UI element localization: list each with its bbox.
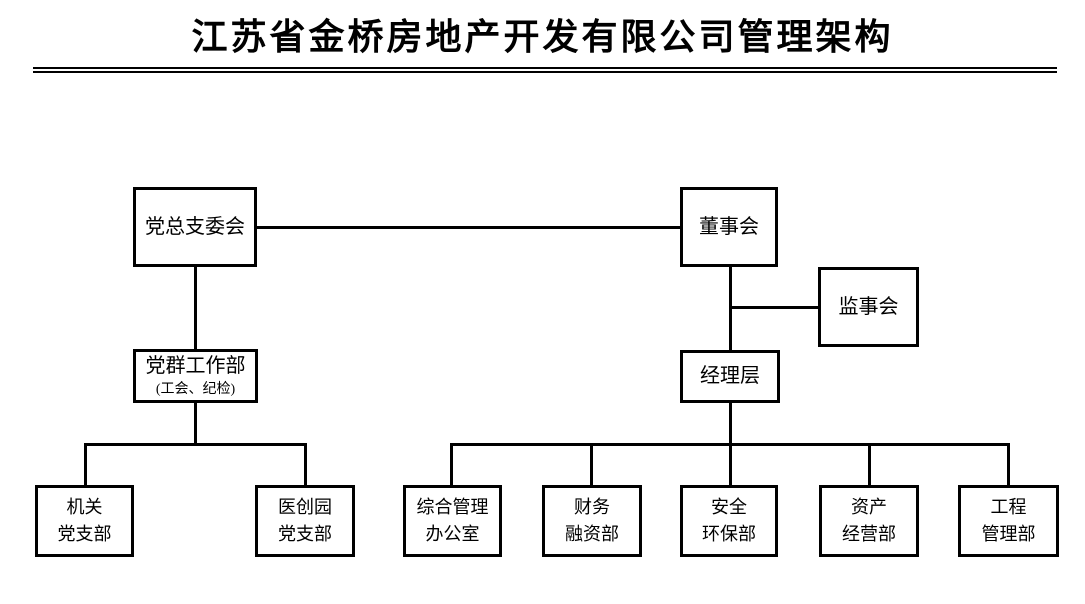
org-node-management: 经理层 [680,350,780,403]
org-node-sublabel: (工会、纪检) [155,381,236,397]
org-node-label-line1: 资产 [851,497,887,517]
org-node-asset-dept: 资产 经营部 [819,485,919,557]
org-node-label: 党总支委会 [145,215,245,238]
org-node-label-line2: 党支部 [278,524,332,544]
connector-left-rake [84,443,307,446]
org-node-label-line1: 工程 [990,497,1027,517]
page-title: 江苏省金桥房地产开发有限公司管理架构 [191,17,894,57]
connector-drop-org-branch [84,443,87,485]
connector-partywork-rake [194,403,197,445]
connector-management-rake [729,403,732,445]
org-node-board: 董事会 [680,187,778,267]
title-double-rule [33,67,1057,73]
org-node-label-line2: 办公室 [425,524,480,544]
connector-drop-general-office [450,443,453,485]
org-node-general-office: 综合管理 办公室 [403,485,502,557]
org-node-label: 党群工作部 [145,354,246,377]
org-node-label-line1: 医创园 [278,497,332,517]
org-node-label-line2: 管理部 [981,524,1036,544]
org-node-party-work-dept: 党群工作部 (工会、纪检) [133,349,258,403]
org-node-label-line2: 党支部 [57,524,112,544]
org-node-safety-dept: 安全 环保部 [680,485,778,557]
org-node-yichuang-party-branch: 医创园 党支部 [255,485,355,557]
org-node-label-line1: 财务 [574,497,610,517]
org-node-label-line2: 经营部 [842,524,896,544]
org-node-org-party-branch: 机关 党支部 [35,485,134,557]
connector-drop-yichuang-branch [304,443,307,485]
org-node-engineering-dept: 工程 管理部 [958,485,1059,557]
connector-drop-asset [868,443,871,485]
org-node-label-line1: 综合管理 [416,497,489,517]
org-node-finance-dept: 财务 融资部 [542,485,642,557]
org-node-label-line2: 融资部 [565,524,619,544]
org-node-party-committee: 党总支委会 [133,187,257,267]
connector-board-supervisory [729,306,818,309]
org-node-supervisory: 监事会 [818,267,919,347]
connector-drop-engineering [1007,443,1010,485]
connector-partycommittee-board [257,226,680,229]
org-node-label: 经理层 [700,365,760,387]
connector-drop-safety [729,443,732,485]
org-node-label-line1: 安全 [711,497,747,517]
org-node-label-line2: 环保部 [702,524,756,544]
connector-drop-finance [590,443,593,485]
connector-partycommittee-partywork [194,267,197,349]
org-node-label-line1: 机关 [66,497,103,517]
org-node-label: 董事会 [699,215,759,238]
org-node-label: 监事会 [838,295,899,318]
